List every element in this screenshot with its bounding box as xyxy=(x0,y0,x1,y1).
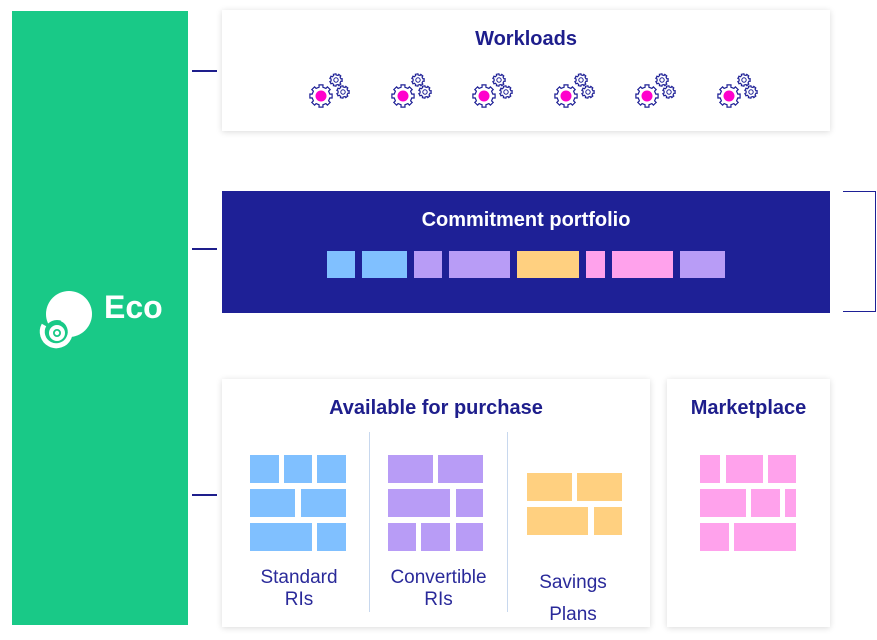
workload-gears-icon xyxy=(553,73,595,108)
convertible-ri-brick xyxy=(388,489,450,517)
workloads-title: Workloads xyxy=(475,28,577,50)
convertible-ri-brick xyxy=(388,523,416,551)
commitment-block xyxy=(362,251,407,278)
available-title: Available for purchase xyxy=(329,397,543,419)
commitment-portfolio-card: Commitment portfolio xyxy=(222,191,830,313)
workload-gears-icon xyxy=(635,73,676,108)
standard-ri-brick xyxy=(317,523,346,551)
marketplace-title: Marketplace xyxy=(690,397,807,419)
standard-ri-brick xyxy=(317,455,346,483)
marketplace-brick xyxy=(751,489,780,517)
workload-gears-icon xyxy=(716,73,758,108)
marketplace-brick xyxy=(734,523,796,551)
standard-ri-brick xyxy=(250,523,312,551)
savings-plan-brick xyxy=(527,507,588,535)
commitment-block xyxy=(327,251,355,278)
connector-line xyxy=(192,248,217,250)
convertible-ri-brick xyxy=(438,455,483,483)
savings-plan-brick xyxy=(594,507,622,535)
workload-gears-icon xyxy=(390,73,432,108)
workloads-card: Workloads xyxy=(222,10,830,131)
commitment-block xyxy=(449,251,510,278)
convertible-ri-brick xyxy=(421,523,450,551)
eco-logo-icon xyxy=(39,291,92,349)
convertible-ri-brick xyxy=(388,455,433,483)
divider xyxy=(507,432,508,612)
marketplace-card: Marketplace xyxy=(667,379,830,627)
convertible-ri-brick xyxy=(456,523,483,551)
convertible-ri-brick xyxy=(456,489,483,517)
marketplace-brick xyxy=(726,455,763,483)
savings-plan-brick xyxy=(577,473,622,501)
standard-ri-brick xyxy=(250,455,279,483)
commitment-block xyxy=(517,251,579,278)
marketplace-brick xyxy=(785,489,796,517)
commitment-block xyxy=(680,251,725,278)
commitment-title: Commitment portfolio xyxy=(421,209,631,231)
savings-plan-brick xyxy=(527,473,572,501)
standard-ri-brick xyxy=(301,489,346,517)
workload-gears-icon xyxy=(309,73,350,108)
commitment-block xyxy=(612,251,673,278)
standard-ri-brick xyxy=(250,489,295,517)
commitment-block xyxy=(414,251,442,278)
marketplace-brick xyxy=(700,455,720,483)
connector-line xyxy=(192,70,217,72)
bracket xyxy=(843,191,876,312)
commitment-block xyxy=(586,251,605,278)
standard-ri-brick xyxy=(284,455,312,483)
marketplace-brick xyxy=(768,455,796,483)
eco-sidebar: Eco xyxy=(12,11,188,625)
marketplace-brick xyxy=(700,523,729,551)
marketplace-brick xyxy=(700,489,746,517)
divider xyxy=(369,432,370,612)
connector-line xyxy=(192,494,217,496)
workload-gears-icon xyxy=(472,73,513,108)
brand-name: Eco xyxy=(104,289,163,325)
